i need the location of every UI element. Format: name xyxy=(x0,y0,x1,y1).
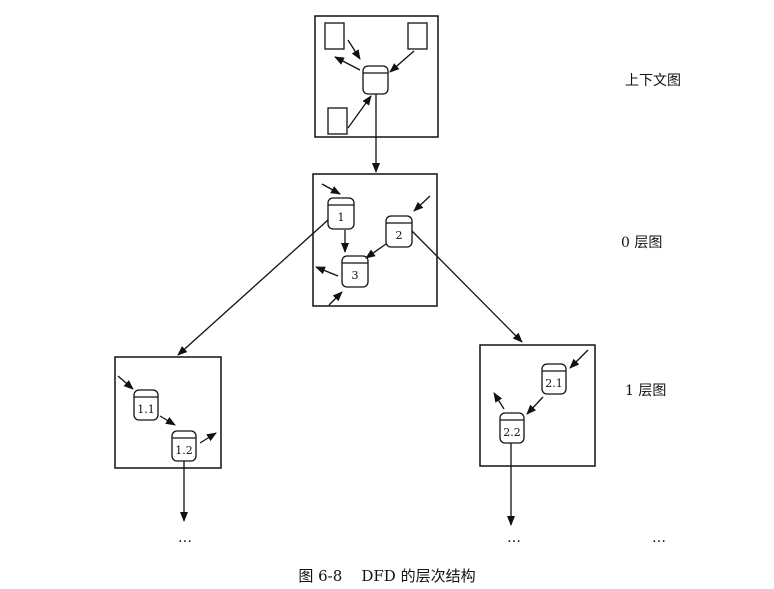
level-label-context: 上下文图 xyxy=(625,73,681,89)
data-flow-arrow xyxy=(315,266,339,277)
level-label-0: 0 层图 xyxy=(621,235,663,251)
data-flow-arrow xyxy=(334,56,361,71)
data-flow-arrow xyxy=(328,291,343,306)
process-2-1: 2.1 xyxy=(541,363,567,395)
data-flow-arrow xyxy=(413,195,431,212)
decomposition-arrow-left xyxy=(177,219,329,356)
level1-left-diagram-box: 1.1 1.2 xyxy=(114,356,222,469)
continuation-ellipsis-right: … xyxy=(652,530,667,546)
process-2-1-label: 2.1 xyxy=(545,377,563,390)
process-3-label: 3 xyxy=(352,269,359,282)
data-flow-arrow xyxy=(159,415,176,426)
figure-caption: 图 6-8 DFD 的层次结构 xyxy=(298,567,476,585)
decomposition-arrow-right xyxy=(411,230,523,343)
process-1-1: 1.1 xyxy=(133,389,159,421)
data-flow-arrow xyxy=(199,432,217,444)
data-flow-arrow xyxy=(365,243,387,259)
data-flow-arrow xyxy=(569,349,589,369)
data-flow-arrow xyxy=(389,50,415,73)
process-1: 1 xyxy=(327,197,355,230)
process-2-2: 2.2 xyxy=(499,412,525,444)
context-process xyxy=(362,65,389,95)
external-entity xyxy=(324,22,345,50)
process-2-label: 2 xyxy=(396,229,403,242)
data-flow-arrow xyxy=(117,375,134,390)
process-3: 3 xyxy=(341,255,369,288)
level-label-1: 1 层图 xyxy=(625,383,667,399)
process-1-1-label: 1.1 xyxy=(137,403,155,416)
data-flow-arrow xyxy=(347,39,361,60)
process-1-2: 1.2 xyxy=(171,430,197,462)
level0-diagram-box: 1 2 3 xyxy=(312,173,438,307)
external-entity xyxy=(407,22,428,50)
data-flow-arrow xyxy=(493,392,505,410)
data-flow-arrow xyxy=(321,183,341,195)
continuation-ellipsis-middle: … xyxy=(507,530,522,546)
process-1-2-label: 1.2 xyxy=(175,444,193,457)
external-entity xyxy=(327,107,348,135)
process-2-2-label: 2.2 xyxy=(503,426,521,439)
level1-right-diagram-box: 2.1 2.2 xyxy=(479,344,596,467)
process-1-label: 1 xyxy=(338,211,345,224)
continuation-ellipsis-left: … xyxy=(178,530,193,546)
process-2: 2 xyxy=(385,215,413,248)
data-flow-arrow xyxy=(347,95,372,129)
data-flow-arrow xyxy=(526,396,544,415)
